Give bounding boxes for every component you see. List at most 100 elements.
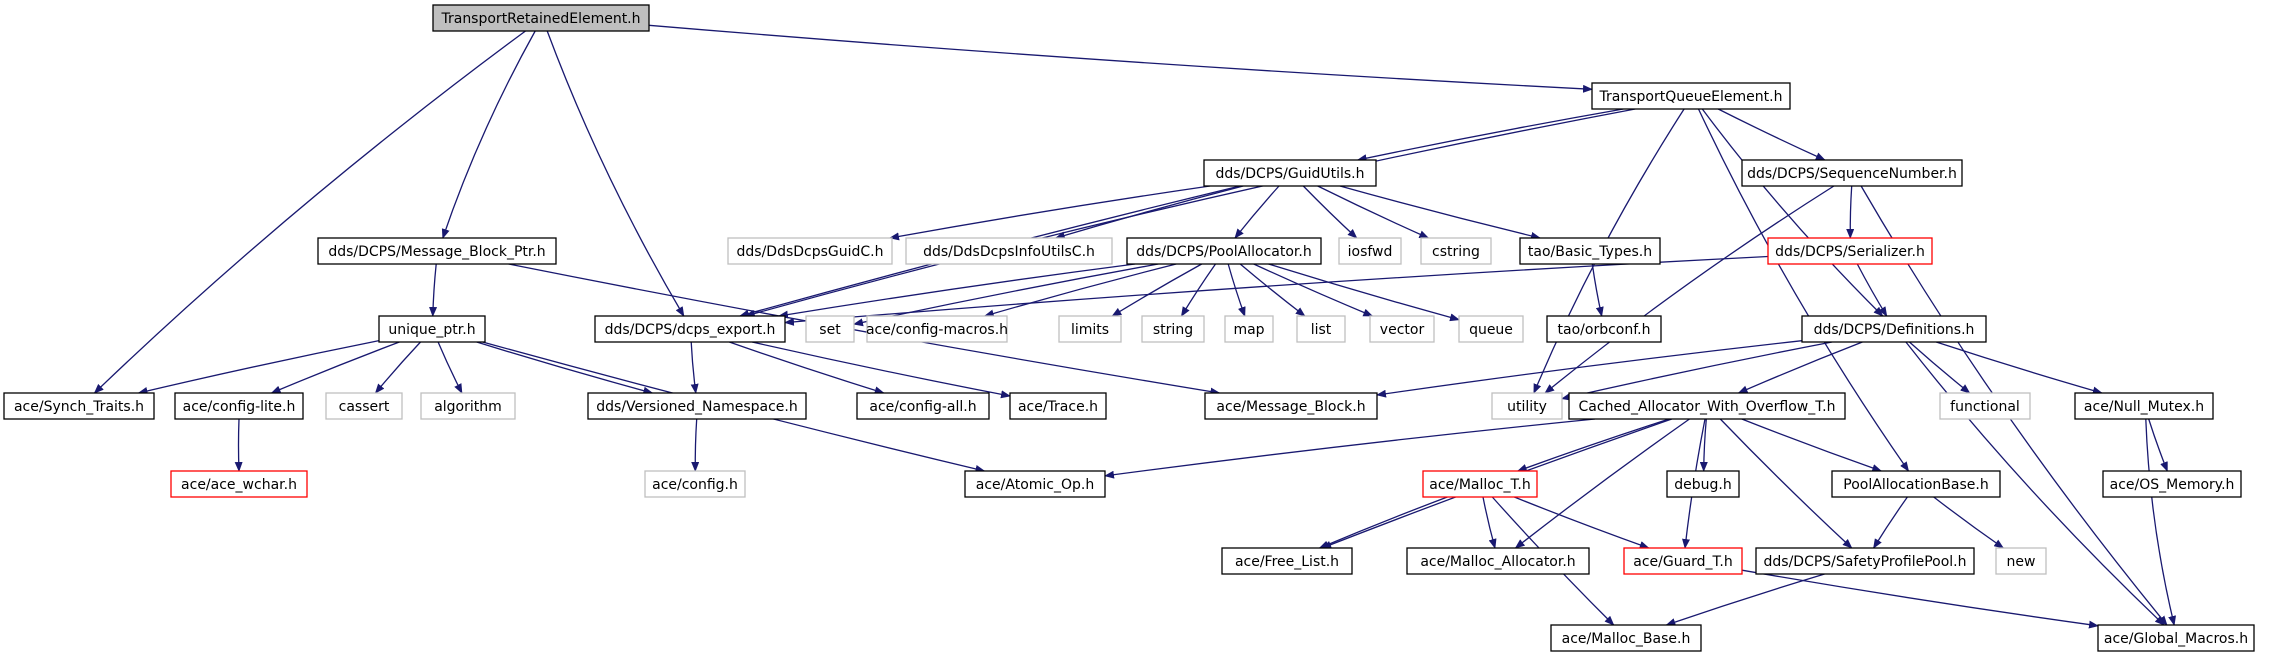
node-root[interactable]: TransportRetainedElement.h <box>432 4 650 32</box>
node-synch[interactable]: ace/Synch_Traits.h <box>3 392 155 420</box>
node-label-globalmacros: ace/Global_Macros.h <box>2104 631 2248 647</box>
node-basictypes[interactable]: tao/Basic_Types.h <box>1519 237 1661 265</box>
node-label-config: ace/config.h <box>652 477 738 493</box>
node-label-set: set <box>819 322 841 338</box>
edge-pool-to-vector <box>1253 263 1374 317</box>
node-definitions[interactable]: dds/DCPS/Definitions.h <box>1801 315 1987 343</box>
node-cassert: cassert <box>325 392 403 420</box>
node-label-iosfwd: iosfwd <box>1348 244 1393 260</box>
node-new: new <box>1995 547 2047 575</box>
node-box-iosfwd <box>1338 237 1402 265</box>
node-box-guard <box>1623 547 1743 575</box>
node-box-vector <box>1369 315 1435 343</box>
node-box-mallocalloc <box>1406 547 1590 575</box>
node-label-cstring: cstring <box>1432 244 1480 260</box>
node-uniqueptr[interactable]: unique_ptr.h <box>378 315 486 343</box>
node-configlite[interactable]: ace/config-lite.h <box>174 392 304 420</box>
node-nullmutex[interactable]: ace/Null_Mutex.h <box>2074 392 2214 420</box>
node-guard[interactable]: ace/Guard_T.h <box>1623 547 1743 575</box>
node-label-string: string <box>1153 322 1193 338</box>
node-config: ace/config.h <box>644 470 746 498</box>
node-label-guidc: dds/DdsDcpsGuidC.h <box>737 244 884 260</box>
node-cached[interactable]: Cached_Allocator_With_Overflow_T.h <box>1568 392 1846 420</box>
node-tqe[interactable]: TransportQueueElement.h <box>1591 82 1791 110</box>
node-box-new <box>1995 547 2047 575</box>
node-box-queue <box>1458 315 1524 343</box>
node-box-configlite <box>174 392 304 420</box>
node-functional: functional <box>1939 392 2031 420</box>
edge-mbptr-to-msgblock <box>508 263 1221 396</box>
edge-safety-to-mallocbase <box>1665 573 1825 626</box>
node-box-trace <box>1009 392 1107 420</box>
node-osmem[interactable]: ace/OS_Memory.h <box>2102 470 2242 498</box>
edge-root-to-dcpsexport <box>546 30 685 317</box>
node-label-infoc: dds/DdsDcpsInfoUtilsC.h <box>923 244 1095 260</box>
edge-configlite-to-acewchar <box>234 418 243 472</box>
node-list: list <box>1296 315 1346 343</box>
edge-guard-to-globalmacros <box>1741 569 2099 629</box>
node-label-trace: ace/Trace.h <box>1018 399 1098 415</box>
node-mallocT[interactable]: ace/Malloc_T.h <box>1422 470 1538 498</box>
edge-versioned-to-config <box>691 418 700 472</box>
node-string: string <box>1141 315 1205 343</box>
edge-guid-to-cstring <box>1317 185 1430 239</box>
node-label-configlite: ace/config-lite.h <box>183 399 296 415</box>
node-orbconf[interactable]: tao/orbconf.h <box>1546 315 1662 343</box>
node-infoc: dds/DdsDcpsInfoUtilsC.h <box>905 237 1113 265</box>
node-configmacros: ace/config-macros.h <box>866 315 1008 343</box>
node-box-msgblock <box>1204 392 1378 420</box>
edge-tqe-to-pab <box>1697 108 1910 472</box>
node-safety[interactable]: dds/DCPS/SafetyProfilePool.h <box>1755 547 1975 575</box>
node-seqnum[interactable]: dds/DCPS/SequenceNumber.h <box>1741 159 1963 187</box>
node-cstring: cstring <box>1420 237 1492 265</box>
node-freelist[interactable]: ace/Free_List.h <box>1221 547 1353 575</box>
edge-cached-to-mallocalloc <box>1514 418 1690 549</box>
edge-pool-to-map <box>1227 263 1246 317</box>
node-mbptr[interactable]: dds/DCPS/Message_Block_Ptr.h <box>317 237 557 265</box>
node-label-mallocT: ace/Malloc_T.h <box>1429 477 1531 493</box>
node-serializer[interactable]: dds/DCPS/Serializer.h <box>1767 237 1933 265</box>
node-globalmacros[interactable]: ace/Global_Macros.h <box>2097 624 2255 652</box>
node-label-guard: ace/Guard_T.h <box>1633 554 1733 570</box>
edge-definitions-to-globalmacros <box>1905 341 2165 626</box>
node-guidc: dds/DdsDcpsGuidC.h <box>727 237 893 265</box>
node-acewchar[interactable]: ace/ace_wchar.h <box>170 470 308 498</box>
node-dcpsexport[interactable]: dds/DCPS/dcps_export.h <box>594 315 786 343</box>
node-debug[interactable]: debug.h <box>1666 470 1740 498</box>
node-box-functional <box>1939 392 2031 420</box>
node-pab[interactable]: PoolAllocationBase.h <box>1831 470 2001 498</box>
node-label-mallocbase: ace/Malloc_Base.h <box>1562 631 1691 647</box>
node-trace[interactable]: ace/Trace.h <box>1009 392 1107 420</box>
node-msgblock[interactable]: ace/Message_Block.h <box>1204 392 1378 420</box>
node-box-acewchar <box>170 470 308 498</box>
node-box-pool <box>1126 237 1322 265</box>
node-configall[interactable]: ace/config-all.h <box>856 392 990 420</box>
node-limits: limits <box>1058 315 1122 343</box>
node-label-list: list <box>1311 322 1332 338</box>
node-guid[interactable]: dds/DCPS/GuidUtils.h <box>1203 159 1377 187</box>
node-box-set <box>805 315 855 343</box>
node-label-seqnum: dds/DCPS/SequenceNumber.h <box>1747 166 1957 182</box>
node-box-map <box>1224 315 1274 343</box>
edge-definitions-to-utility <box>1561 341 1833 401</box>
node-utility: utility <box>1491 392 1563 420</box>
node-versioned[interactable]: dds/Versioned_Namespace.h <box>587 392 807 420</box>
node-box-mallocbase <box>1550 624 1702 652</box>
node-box-osmem <box>2102 470 2242 498</box>
edge-pool-to-list <box>1239 263 1306 317</box>
edge-mallocT-to-guard <box>1514 496 1650 549</box>
edge-tqe-to-dcpsexport <box>744 108 1636 318</box>
node-atomic[interactable]: ace/Atomic_Op.h <box>964 470 1106 498</box>
edge-pab-to-new <box>1933 496 2005 549</box>
node-mallocbase[interactable]: ace/Malloc_Base.h <box>1550 624 1702 652</box>
node-box-serializer <box>1767 237 1933 265</box>
node-box-guidc <box>727 237 893 265</box>
node-label-root: TransportRetainedElement.h <box>440 11 640 27</box>
node-box-mallocT <box>1422 470 1538 498</box>
edge-root-to-tqe <box>648 24 1593 93</box>
node-label-limits: limits <box>1071 322 1109 338</box>
node-mallocalloc[interactable]: ace/Malloc_Allocator.h <box>1406 547 1590 575</box>
node-label-serializer: dds/DCPS/Serializer.h <box>1775 244 1925 260</box>
node-pool[interactable]: dds/DCPS/PoolAllocator.h <box>1126 237 1322 265</box>
node-label-functional: functional <box>1950 399 2020 415</box>
